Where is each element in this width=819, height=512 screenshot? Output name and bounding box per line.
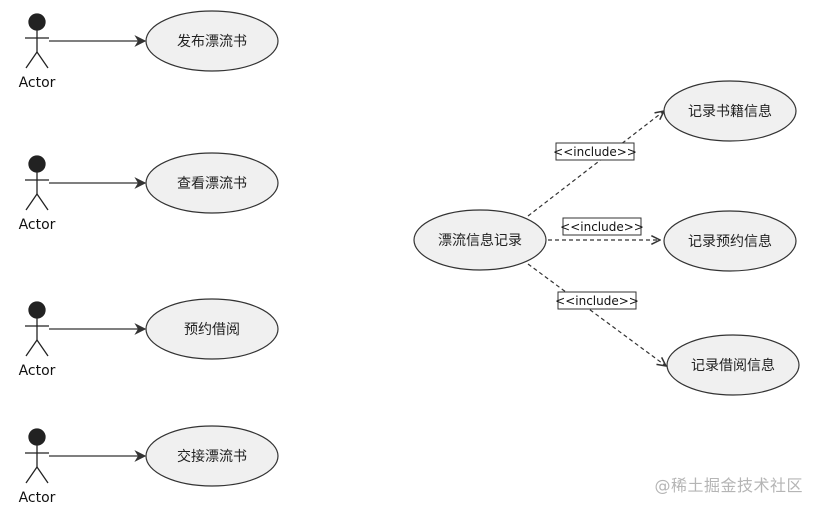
watermark: @稀土掘金技术社区: [654, 476, 803, 495]
svg-text:<<include>>: <<include>>: [553, 145, 637, 159]
use-case-label: 发布漂流书: [177, 34, 247, 50]
actor-label: Actor: [19, 217, 56, 233]
actor-3: Actor: [19, 301, 56, 379]
use-case-label: 记录借阅信息: [691, 357, 775, 374]
actor-label: Actor: [19, 490, 56, 506]
use-case-borrow-info[interactable]: 记录借阅信息: [666, 334, 800, 396]
actor-figure-icon: [25, 301, 49, 357]
use-case-label: 交接漂流书: [177, 448, 247, 465]
use-case-label: 查看漂流书: [177, 176, 247, 192]
actor-label: Actor: [19, 363, 56, 379]
actor-figure-icon: [25, 428, 49, 484]
use-case-main[interactable]: 漂流信息记录: [413, 209, 547, 271]
include-label: <<include>>: [560, 217, 644, 236]
include-arrow: [527, 263, 666, 366]
actor-2: Actor: [19, 155, 56, 233]
svg-text:<<include>>: <<include>>: [555, 294, 639, 308]
actor-figure-icon: [25, 13, 49, 69]
use-case-label: 记录预约信息: [688, 233, 772, 250]
actor-4: Actor: [19, 428, 56, 506]
actor-1: Actor: [19, 13, 56, 91]
svg-text:<<include>>: <<include>>: [560, 220, 644, 234]
use-case-view[interactable]: 查看漂流书: [145, 152, 279, 214]
use-case-reserve[interactable]: 预约借阅: [145, 298, 279, 360]
actor-figure-icon: [25, 155, 49, 211]
use-case-reservation-info[interactable]: 记录预约信息: [663, 210, 797, 272]
include-label: <<include>>: [553, 142, 637, 161]
actor-label: Actor: [19, 75, 56, 91]
include-arrow: [527, 111, 664, 217]
use-case-publish[interactable]: 发布漂流书: [145, 10, 279, 72]
use-case-label: 预约借阅: [184, 322, 240, 338]
use-case-book-info[interactable]: 记录书籍信息: [663, 80, 797, 142]
use-case-handover[interactable]: 交接漂流书: [145, 425, 279, 487]
use-case-label: 漂流信息记录: [438, 232, 522, 249]
use-case-label: 记录书籍信息: [688, 103, 772, 120]
include-label: <<include>>: [555, 291, 639, 310]
